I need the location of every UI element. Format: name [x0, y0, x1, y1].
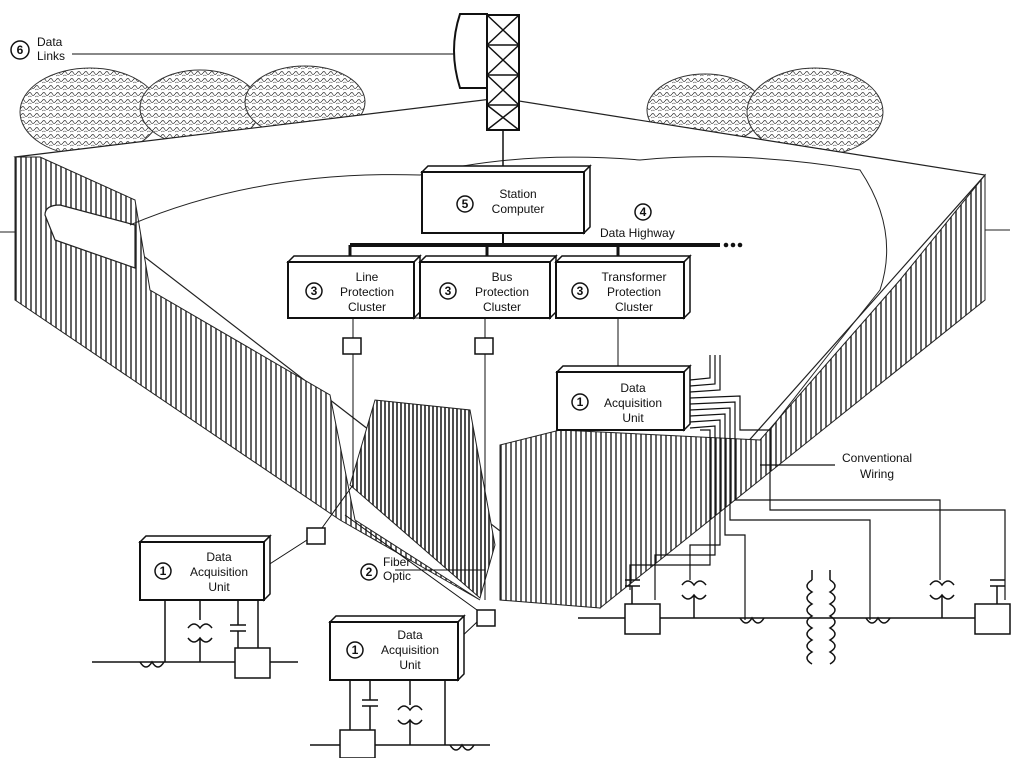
optical-converter — [307, 528, 325, 544]
line-protection-number: 3 — [311, 284, 318, 298]
transformer-protection-line2: Protection — [607, 285, 661, 299]
bus-protection-line1: Bus — [492, 270, 513, 284]
fiber-optic-number: 2 — [366, 565, 373, 579]
dau-center-line2: Acquisition — [381, 643, 439, 657]
fiber-optic-label: 2 Fiber Optic — [361, 555, 411, 583]
dau-right-line2: Acquisition — [604, 396, 662, 410]
line-protection-line1: Line — [356, 270, 379, 284]
switchyard-center — [310, 680, 490, 758]
dau-center-line1: Data — [397, 628, 423, 642]
data-links-number: 6 — [17, 43, 24, 57]
potential-transformer — [930, 581, 954, 618]
line-protection-line3: Cluster — [348, 300, 386, 314]
fiber-optic-line2: Optic — [383, 569, 411, 583]
dau-right-number: 1 — [577, 395, 584, 409]
data-links-line2: Links — [37, 49, 65, 63]
data-links-line1: Data — [37, 35, 63, 49]
circuit-breaker — [340, 730, 375, 758]
transformer-protection-cluster: 3 Transformer Protection Cluster — [556, 256, 690, 318]
dau-right-line1: Data — [620, 381, 646, 395]
transformer-protection-line3: Cluster — [615, 300, 653, 314]
circuit-breaker — [235, 648, 270, 678]
circuit-breaker — [975, 604, 1010, 634]
transformer-protection-line1: Transformer — [602, 270, 667, 284]
power-transformer — [807, 580, 812, 664]
dau-center: 1 Data Acquisition Unit — [330, 616, 464, 680]
station-computer: 5 Station Computer — [422, 166, 590, 245]
optical-converter — [477, 610, 495, 626]
dau-left-number: 1 — [160, 564, 167, 578]
data-highway-label: Data Highway — [600, 226, 675, 240]
circuit-breaker — [625, 604, 660, 634]
potential-transformer — [188, 624, 212, 662]
data-links-label: 6 Data Links — [11, 35, 455, 63]
conventional-wiring-line2: Wiring — [860, 467, 894, 481]
dau-center-number: 1 — [352, 643, 359, 657]
station-computer-line1: Station — [499, 187, 536, 201]
dish-antenna — [454, 14, 487, 88]
dau-center-line3: Unit — [399, 658, 421, 672]
dau-left: 1 Data Acquisition Unit — [140, 536, 270, 600]
dau-left-line2: Acquisition — [190, 565, 248, 579]
bus-protection-line2: Protection — [475, 285, 529, 299]
bus-protection-number: 3 — [445, 284, 452, 298]
switchyard-right — [578, 570, 1010, 664]
line-protection-cluster: 3 Line Protection Cluster — [288, 256, 420, 318]
potential-transformer — [682, 581, 706, 618]
dau-left-line3: Unit — [208, 580, 230, 594]
station-computer-number: 5 — [462, 197, 469, 211]
line-protection-line2: Protection — [340, 285, 394, 299]
conventional-wiring-line1: Conventional — [842, 451, 912, 465]
data-highway-number: 4 — [640, 205, 647, 219]
bus-protection-line3: Cluster — [483, 300, 521, 314]
fiber-optic-line1: Fiber — [383, 555, 410, 569]
switchyard-left — [92, 600, 298, 678]
dau-left-line1: Data — [206, 550, 232, 564]
optical-converter — [343, 338, 361, 354]
dau-right-line3: Unit — [622, 411, 644, 425]
bus-protection-cluster: 3 Bus Protection Cluster — [420, 256, 556, 318]
transformer-protection-number: 3 — [577, 284, 584, 298]
optical-converter — [475, 338, 493, 354]
station-computer-line2: Computer — [492, 202, 545, 216]
potential-transformer — [398, 706, 422, 745]
conventional-wiring-label: Conventional Wiring — [842, 451, 912, 481]
